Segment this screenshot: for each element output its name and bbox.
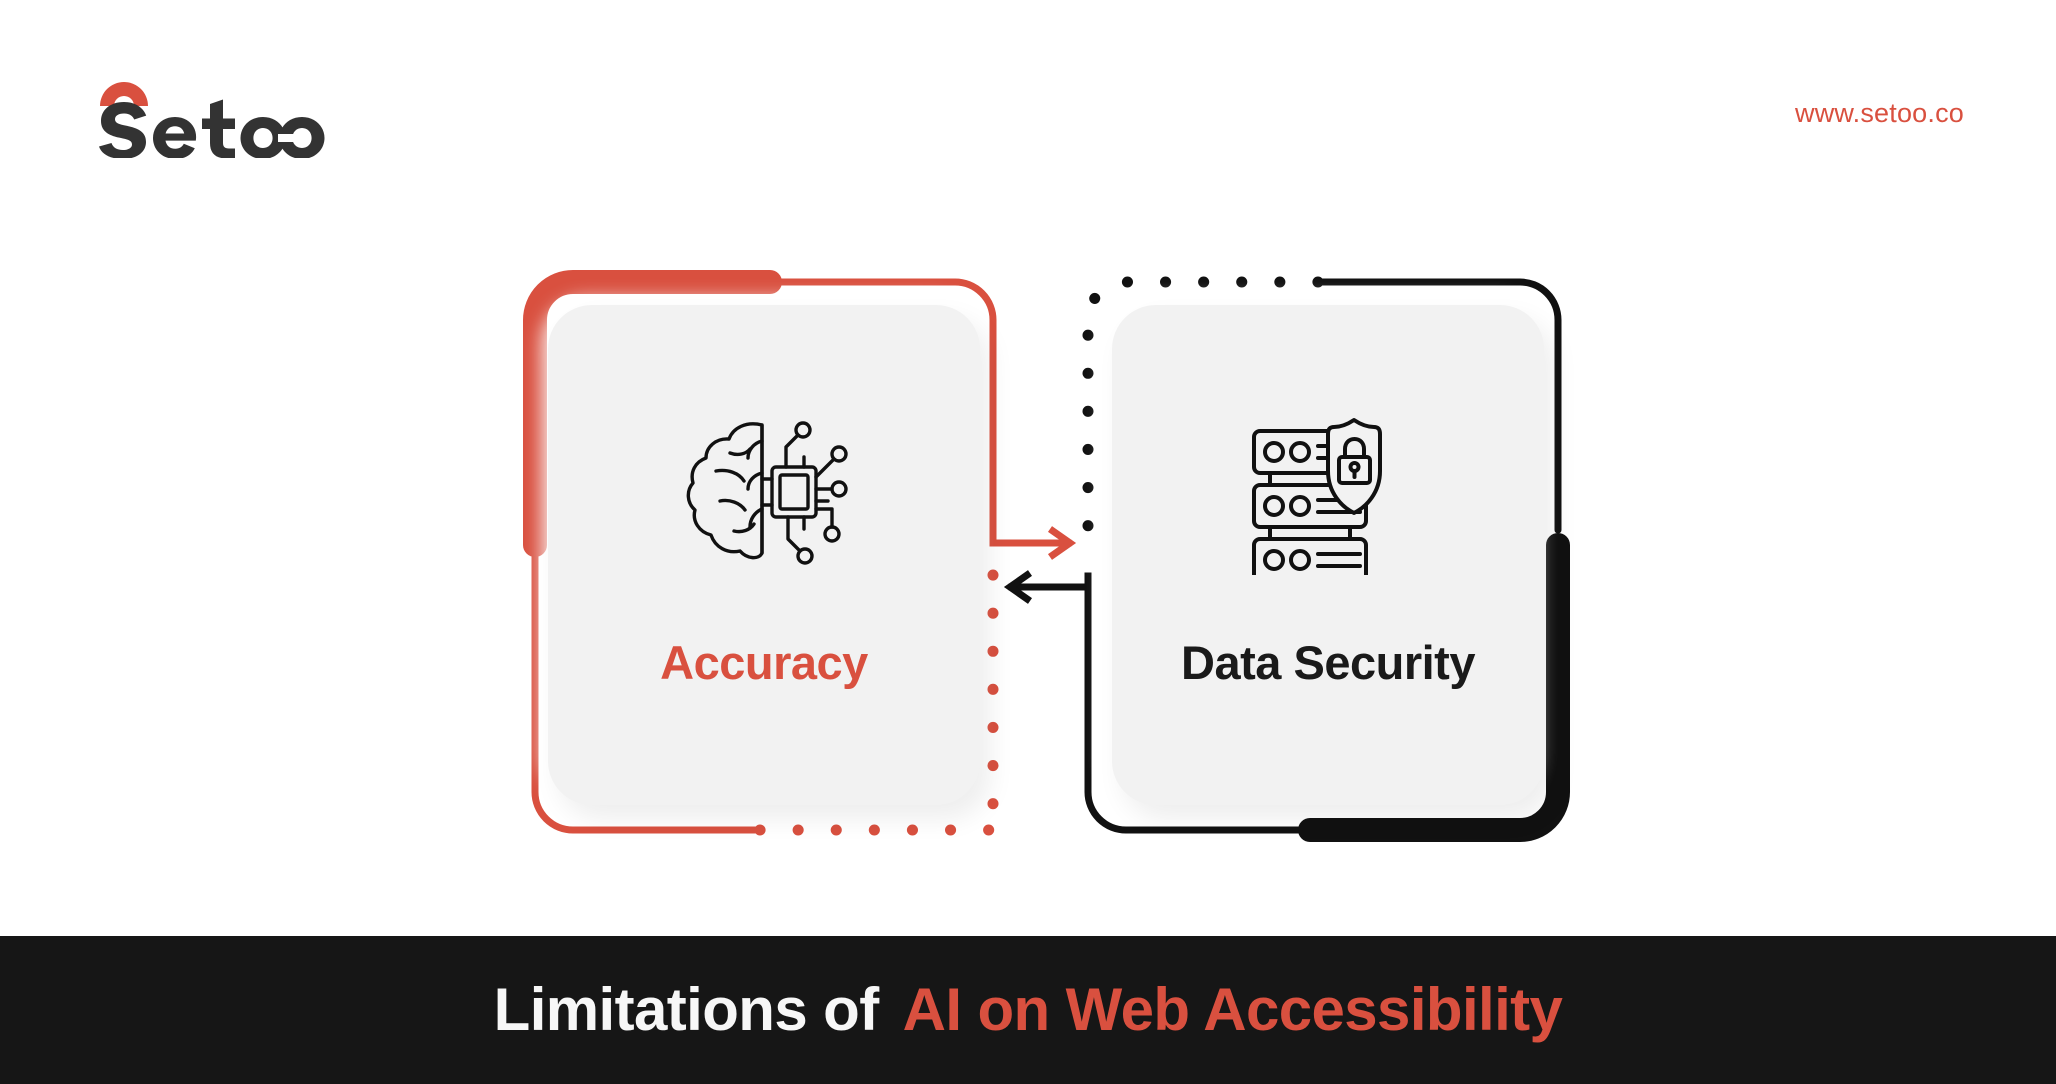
footer-title-plain: Limitations of [493,976,880,1043]
arrow-right-icon [989,526,1077,560]
setoo-wordmark-icon [99,82,325,158]
arrow-left-icon [1003,570,1092,604]
setoo-logo[interactable] [96,78,326,158]
card-accuracy[interactable]: Accuracy [548,305,980,805]
black-frame-thick-bottom-right [1298,533,1570,842]
footer-banner: Limitations of AI on Web Accessibility [0,936,2056,1084]
card-label-accuracy: Accuracy [660,636,868,689]
site-url[interactable]: www.setoo.co [1795,98,1964,128]
ai-brain-chip-icon [674,407,854,577]
footer-title-accent: AI on Web Accessibility [902,976,1563,1043]
server-shield-lock-icon [1238,407,1418,577]
diagram-stage: Accuracy [523,270,1570,842]
red-frame-thick-left [523,270,782,557]
red-frame-top-right [766,278,997,534]
black-frame-left-bottom [1084,572,1314,834]
black-frame-dotted-top-left [1082,276,1324,566]
red-frame-left-bottom [531,552,764,834]
black-frame-top-right [1314,278,1562,534]
card-label-data-security: Data Security [1181,636,1475,689]
diagram-frames-and-connectors [523,270,1570,842]
card-data-security[interactable]: Data Security [1112,305,1544,805]
